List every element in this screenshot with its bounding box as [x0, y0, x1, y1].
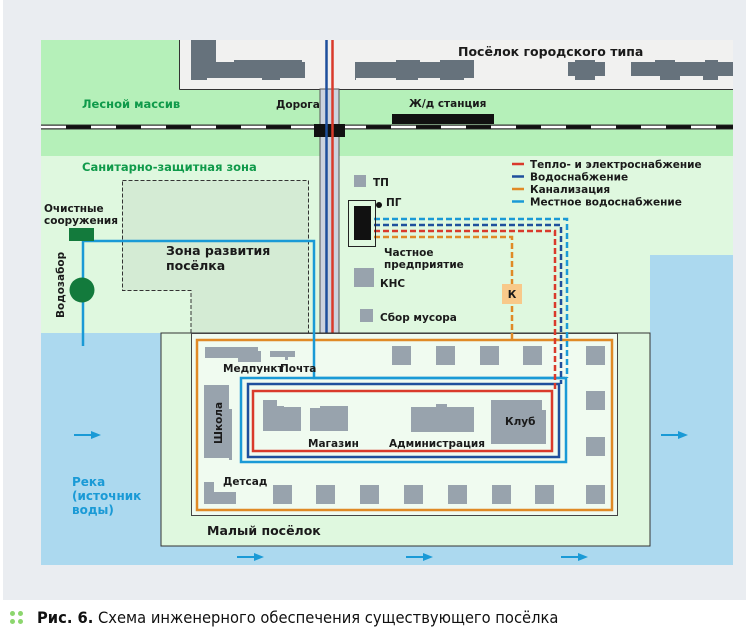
treatment-facilities-building [69, 228, 94, 241]
water-intake-icon [69, 277, 95, 303]
caption-text-wrap: Рис. 6.Схема инженерного обеспечения сущ… [37, 608, 558, 627]
railway-station-label: Ж/д станция [409, 98, 486, 110]
garbage-label: Сбор мусора [380, 312, 457, 324]
town-buildings [191, 40, 733, 80]
tp-building [354, 175, 366, 187]
club-label: Клуб [505, 416, 535, 428]
enterprise-label-line2: предприятие [384, 259, 464, 271]
river-right-fill [651, 255, 746, 565]
river-label-line2: (источник [72, 489, 141, 503]
school-label: Школа [213, 402, 225, 444]
village-buildings [204, 346, 605, 504]
road-label: Дорога [276, 99, 320, 111]
sewerage-dashed-line [374, 235, 514, 340]
development-zone-label-line2: посёлка [166, 258, 225, 273]
flow-arrow-icon [406, 553, 433, 561]
legend: Тепло- и электроснабжение Водоснабжение … [512, 159, 702, 209]
river-label-line1: Река [72, 475, 105, 489]
legend-label: Местное водоснабжение [530, 197, 682, 209]
medpunkt-label: Медпункт [223, 363, 285, 375]
town-label: Посёлок городского типа [458, 44, 643, 59]
flow-arrow-icon [237, 553, 264, 561]
river-flow-arrows [74, 431, 688, 561]
kns-label: КНС [380, 278, 405, 290]
private-enterprise-frame [348, 200, 376, 247]
figure-number: Рис. 6. [37, 607, 94, 627]
flow-arrow-icon [561, 553, 588, 561]
post-label: Почта [280, 363, 316, 375]
heat-power-loop [251, 389, 554, 453]
pg-label: ПГ [386, 197, 402, 209]
treatment-label-line1: Очистные [44, 203, 104, 215]
utility-scheme-diagram: К ТП ПГ Частное предприятие КНС Сбор мус… [3, 0, 746, 600]
development-zone-label-line1: Зона развития [166, 243, 270, 258]
sewer-well-label: К [508, 289, 517, 301]
treatment-label-line2: сооружения [44, 215, 118, 227]
sewer-well-box [502, 284, 522, 304]
local-water-dashed-line [374, 217, 569, 378]
river-right-edge [733, 255, 746, 565]
shop-label: Магазин [308, 438, 359, 450]
railway-crossing [314, 124, 345, 137]
railway-station-platform [392, 114, 494, 124]
private-enterprise-building [354, 206, 371, 240]
kindergarten-label: Детсад [223, 476, 267, 488]
river-label-line3: воды) [72, 503, 114, 517]
legend-label: Канализация [530, 184, 610, 196]
legend-label: Тепло- и электроснабжение [530, 159, 702, 171]
flow-arrow-icon [661, 431, 688, 439]
enterprise-label-line1: Частное [384, 247, 433, 259]
sewerage-loop [195, 338, 614, 512]
figure-title: Схема инженерного обеспечения существующ… [97, 607, 559, 627]
flow-arrow-icon [74, 431, 101, 439]
garbage-collection-building [360, 309, 373, 322]
gas-point-icon [376, 202, 382, 208]
sanitary-zone-label: Санитарно-защитная зона [82, 160, 257, 174]
tp-label: ТП [373, 177, 389, 189]
water-supply-loop [246, 382, 561, 459]
legend-label: Водоснабжение [530, 172, 628, 184]
local-water-loop [239, 376, 568, 464]
water-supply-dashed-line [374, 223, 563, 384]
heat-power-dashed-line [374, 229, 557, 391]
forest-label: Лесной массив [82, 97, 180, 111]
small-village-label: Малый посёлок [207, 523, 321, 538]
kns-building [354, 268, 374, 287]
figure-caption: Рис. 6.Схема инженерного обеспечения сущ… [0, 603, 604, 631]
water-intake-label: Водозабор [55, 251, 67, 318]
caption-dots-icon [10, 610, 23, 624]
administration-label: Администрация [389, 438, 485, 450]
